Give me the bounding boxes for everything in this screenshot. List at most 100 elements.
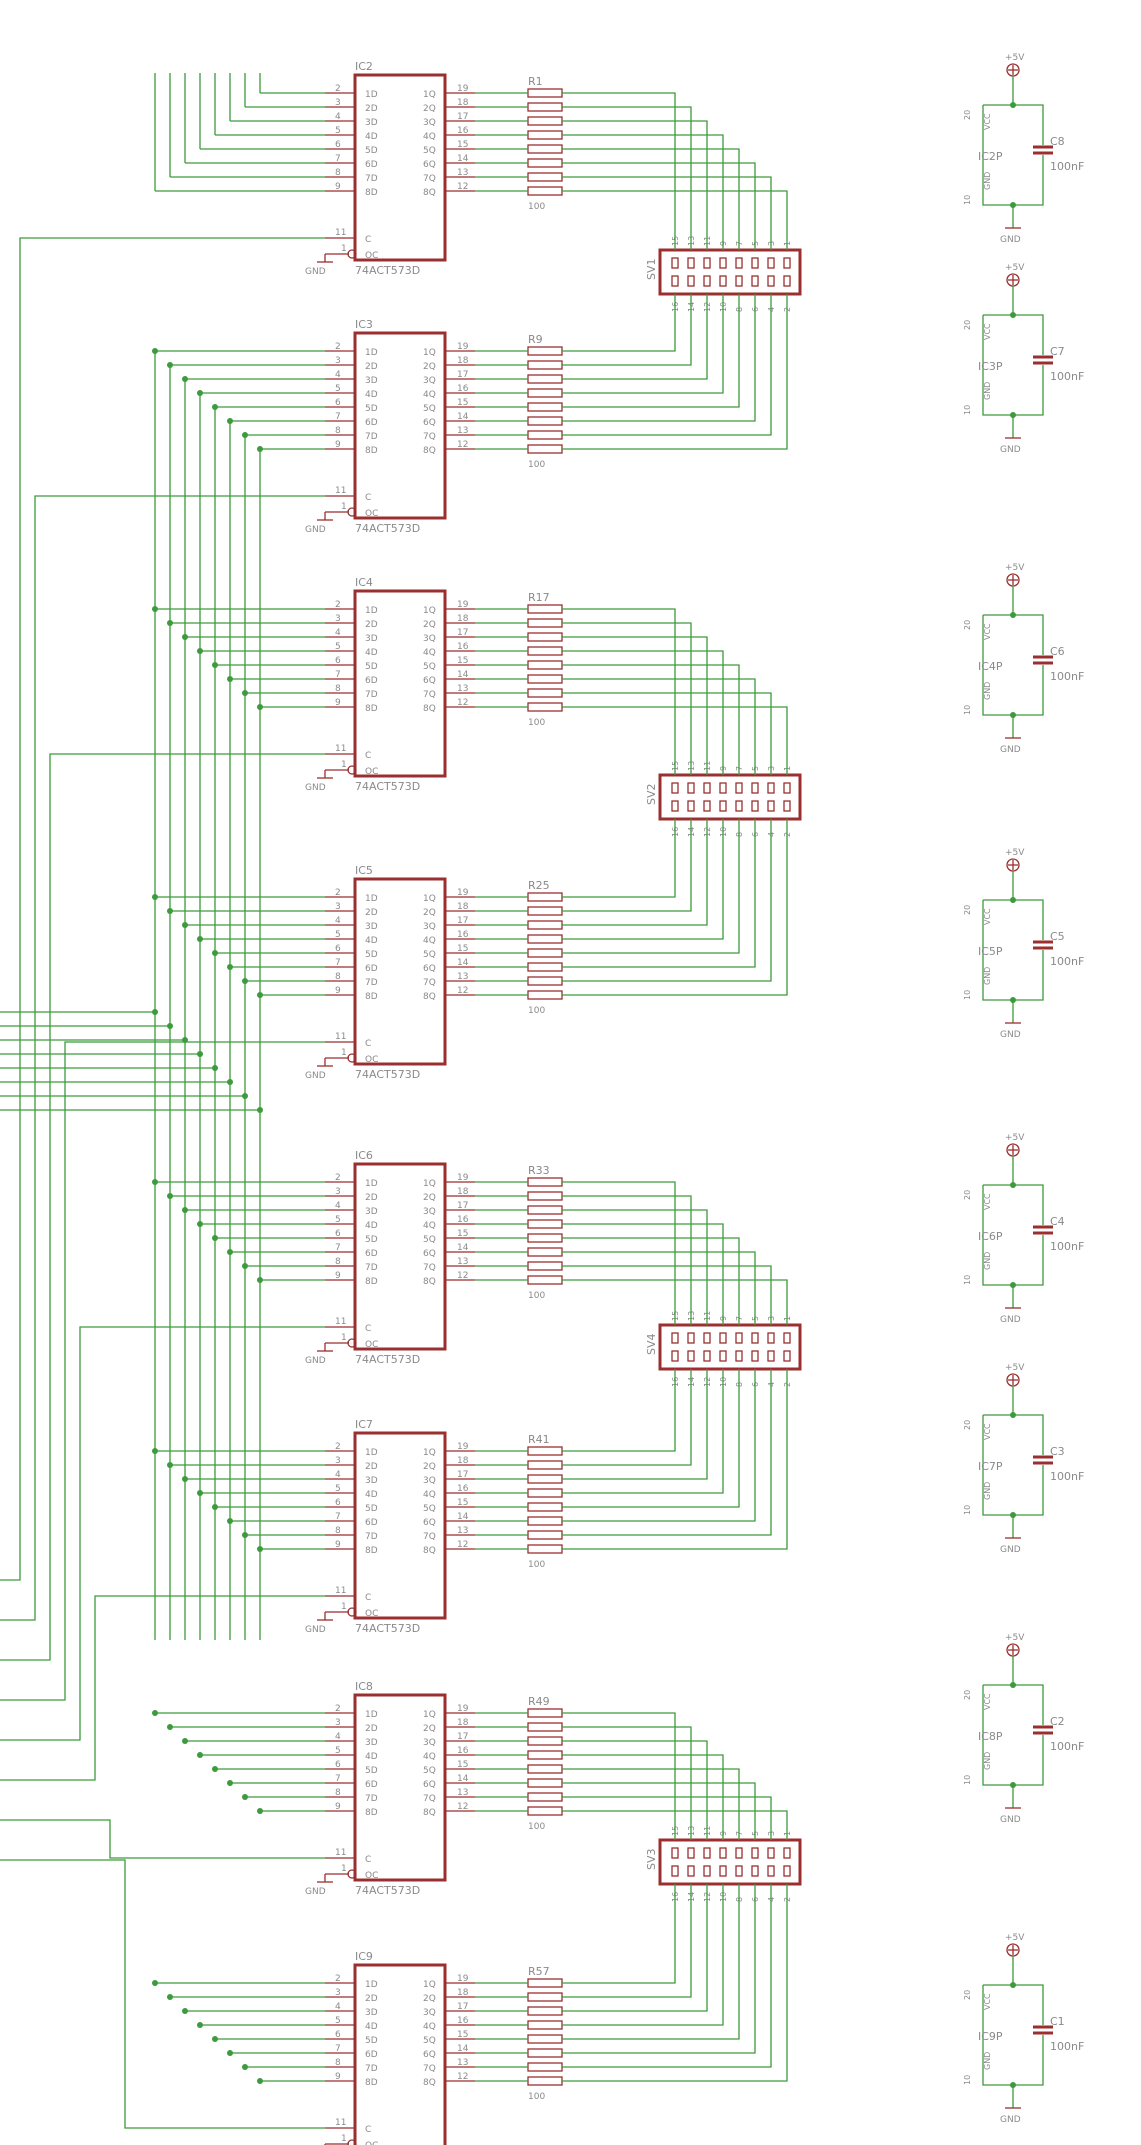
pin-number: 16 (457, 1215, 469, 1225)
header-pin-bottom (719, 275, 727, 287)
pin-number: 5 (335, 1484, 341, 1494)
resistor (527, 130, 563, 140)
header-pin-bottom (735, 1350, 743, 1362)
cap-top-wire (1013, 1684, 1044, 1725)
vcc-pin-name: VCC (983, 1993, 992, 2010)
vcc-pin-name: VCC (983, 1423, 992, 1440)
ic-body (353, 1963, 447, 2145)
pin-number: 15 (457, 656, 468, 666)
header-wire (562, 1369, 756, 1522)
pin-name: 6D (365, 1780, 378, 1790)
header-pin-top (767, 1847, 775, 1859)
resistor (527, 1205, 563, 1215)
pin-number: 11 (335, 486, 346, 496)
pin-number: 6 (335, 656, 341, 666)
pin-name: 8Q (423, 188, 436, 198)
pin-name: 7Q (423, 1794, 436, 1804)
resistor (527, 1750, 563, 1760)
power-ic-name: IC2P (978, 150, 1003, 163)
pin-name: 3Q (423, 118, 436, 128)
pin-name: 6D (365, 964, 378, 974)
pin-number: 8 (335, 426, 341, 436)
header-wire (562, 1884, 724, 2026)
gnd-pin-name: GND (983, 682, 992, 700)
bus-input-junction (242, 1093, 248, 1099)
pin-name: 2D (365, 362, 378, 372)
gnd-pin-number: 10 (963, 405, 972, 415)
pin-name: 1D (365, 348, 378, 358)
header-pin-bottom (687, 800, 695, 812)
bus-junction (167, 1462, 173, 1468)
resistor-name: R25 (528, 879, 550, 892)
pin-name: 5D (365, 662, 378, 672)
header-wire (562, 294, 788, 450)
pin-number: 15 (457, 398, 468, 408)
pin-number: 1 (341, 2134, 347, 2144)
header-pin-top (719, 782, 727, 794)
header-wire (562, 1754, 724, 1840)
pin-number: 17 (457, 1732, 468, 1742)
bus-junction (167, 1193, 173, 1199)
resistor (527, 2006, 563, 2016)
header-pin-bottom (719, 800, 727, 812)
bus-junction (242, 432, 248, 438)
pin-name: 1Q (423, 894, 436, 904)
header-wire (562, 1369, 724, 1494)
resistor (527, 1978, 563, 1988)
bus-junction (242, 1532, 248, 1538)
pin-name: 5Q (423, 1235, 436, 1245)
pin-name: 1D (365, 1710, 378, 1720)
cap-name: C5 (1050, 930, 1065, 943)
bus-junction (182, 1738, 188, 1744)
pin-number: 18 (457, 1187, 469, 1197)
resistor (527, 906, 563, 916)
pin-name: 8Q (423, 704, 436, 714)
header-wire (562, 819, 724, 940)
cap-name: C3 (1050, 1445, 1065, 1458)
cap-name: C2 (1050, 1715, 1065, 1728)
pin-number: 8 (335, 1788, 341, 1798)
ic-power-wire (982, 900, 1013, 1001)
bus-junction (152, 606, 158, 612)
pin-number: 8 (335, 1526, 341, 1536)
header-name: SV4 (645, 1333, 658, 1355)
pin-name: 2D (365, 620, 378, 630)
ic-name: IC3 (355, 318, 373, 331)
resistor (527, 1736, 563, 1746)
header-wire (562, 1884, 772, 2068)
pin-name: 3D (365, 1207, 378, 1217)
ic-name: IC7 (355, 1418, 373, 1431)
pin-name: 2Q (423, 362, 436, 372)
resistor (527, 186, 563, 196)
vcc-pin-number: 20 (963, 905, 972, 915)
header-pin-bottom (703, 800, 711, 812)
header-wire (562, 650, 724, 775)
header-pin-top (735, 1847, 743, 1859)
header-pin-bottom (703, 1865, 711, 1877)
header-pin-top (703, 257, 711, 269)
pin-number: 17 (457, 2002, 468, 2012)
inversion-bubble (347, 1053, 357, 1063)
gnd-pin-number: 10 (963, 1775, 972, 1785)
pin-number: 4 (335, 370, 341, 380)
gnd-label: GND (305, 525, 326, 535)
resistor (527, 2020, 563, 2030)
pin-name: 3D (365, 1738, 378, 1748)
pin-number: 13 (457, 1257, 468, 1267)
resistor (527, 360, 563, 370)
pin-name: 4D (365, 2022, 378, 2032)
ic-part-number: 74ACT573D (355, 1622, 420, 1635)
pin-name: OC (365, 1609, 378, 1619)
ic-body (353, 73, 447, 262)
header-wire (562, 1251, 756, 1325)
header-pin-bottom (767, 1350, 775, 1362)
header-pin-bottom (767, 1865, 775, 1877)
cap-bottom-wire (1013, 665, 1044, 716)
header-pin-top (687, 1847, 695, 1859)
header-wire (562, 294, 692, 366)
pin-number: 13 (457, 972, 468, 982)
bus-junction (182, 2008, 188, 2014)
ic-block-ic9: IC974ACT573D21D191Q32D182Q43D173Q54D164Q… (0, 1859, 563, 2145)
resistor (527, 702, 563, 712)
pin-name: 8Q (423, 1277, 436, 1287)
